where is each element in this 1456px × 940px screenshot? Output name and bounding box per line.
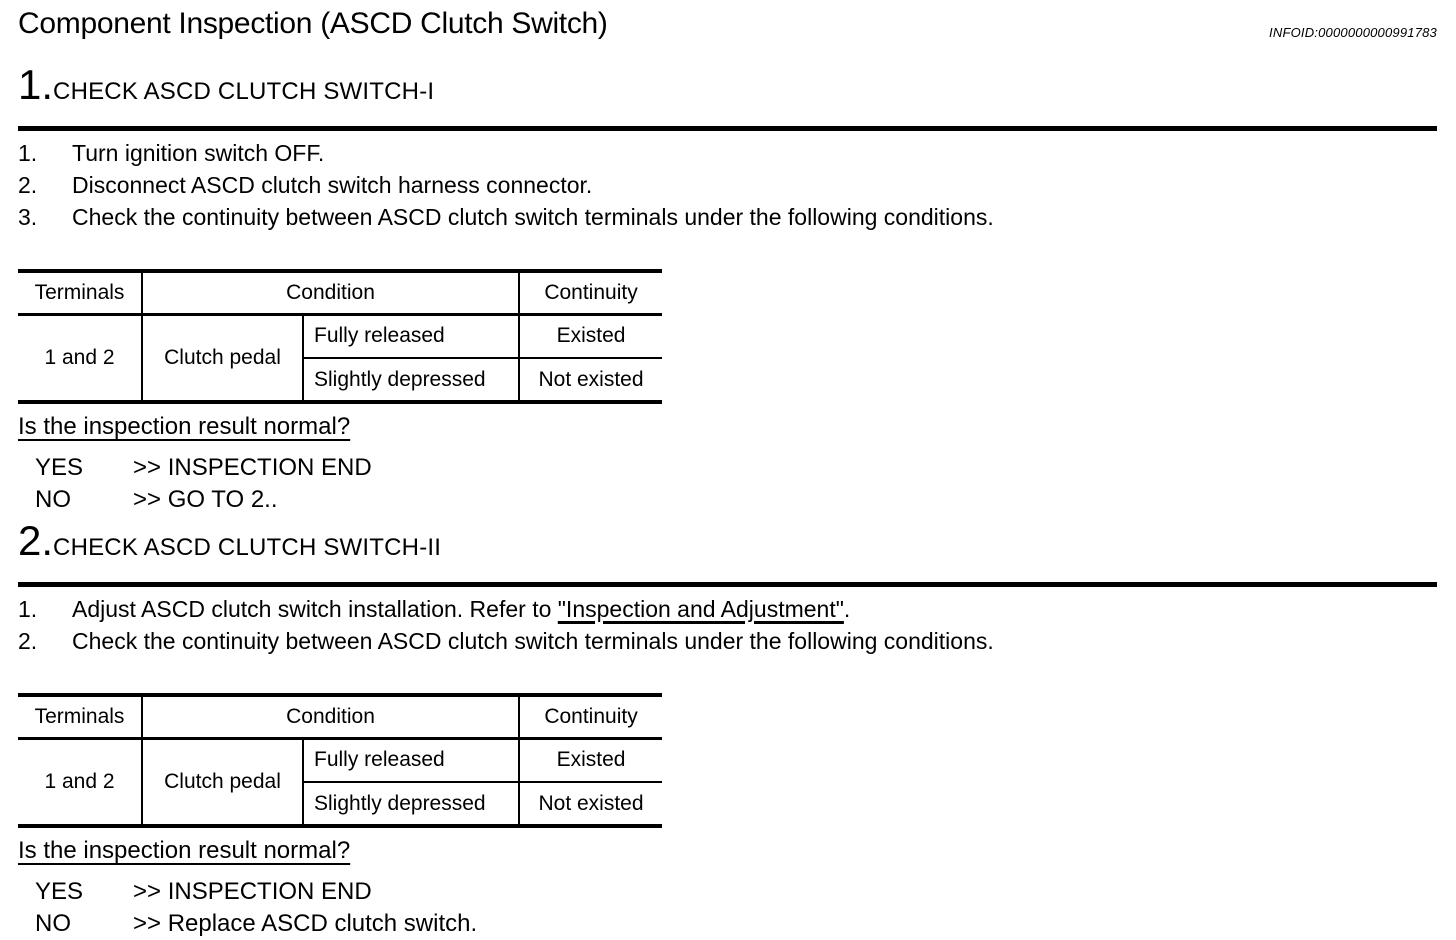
answer-action: >> INSPECTION END xyxy=(133,454,372,481)
inspection-and-adjustment-link[interactable]: "Inspection and Adjustment" xyxy=(557,596,844,622)
step-2-number: 2. xyxy=(18,517,54,564)
step-2-substeps: 1. Adjust ASCD clutch switch installatio… xyxy=(18,593,1437,657)
continuity-cell: Not existed xyxy=(518,357,663,402)
substep-text: Adjust ASCD clutch switch installation. … xyxy=(72,593,1437,625)
answers-block: YES >> INSPECTION END NO >> Replace ASCD… xyxy=(18,876,1437,940)
section-divider xyxy=(18,126,1437,131)
col-header-continuity: Continuity xyxy=(518,695,663,740)
inspection-question: Is the inspection result normal? xyxy=(18,413,351,440)
substep-text: Check the continuity between ASCD clutch… xyxy=(72,204,994,230)
answer-label: YES xyxy=(35,878,84,905)
substep-text-after-link: . xyxy=(843,596,851,622)
terminals-cell: 1 and 2 xyxy=(44,769,115,793)
table-header-row: Terminals Condition Continuity xyxy=(18,271,663,316)
substep-text-before-link: Adjust ASCD clutch switch installation. … xyxy=(72,596,558,622)
table-row: 1 and 2 Clutch pedal Fully released Exis… xyxy=(18,314,663,402)
answer-row-no: NO >> Replace ASCD clutch switch. xyxy=(35,908,1437,940)
col-header-condition: Condition xyxy=(140,695,520,740)
answers-block: YES >> INSPECTION END NO >> GO TO 2.. xyxy=(18,452,1437,516)
table-row: Slightly depressed Not existed xyxy=(18,781,663,826)
answer-label: NO xyxy=(35,486,71,513)
answer-row-no: NO >> GO TO 2.. xyxy=(35,484,1437,516)
answer-action: >> GO TO 2.. xyxy=(133,486,278,513)
step-2-title: CHECK ASCD CLUTCH SWITCH-II xyxy=(53,534,442,561)
col-header-continuity: Continuity xyxy=(518,271,663,316)
table-row: Slightly depressed Not existed xyxy=(18,357,663,402)
step-1-section: 1.CHECK ASCD CLUTCH SWITCH-I 1. Turn ign… xyxy=(18,64,1437,516)
step-2-section: 2.CHECK ASCD CLUTCH SWITCH-II 1. Adjust … xyxy=(18,520,1437,940)
step-2-heading: 2.CHECK ASCD CLUTCH SWITCH-II xyxy=(18,520,1437,572)
substep-number: 1. xyxy=(18,140,38,166)
substep-number: 2. xyxy=(18,172,38,198)
infoid-label: INFOID:0000000000991783 xyxy=(1269,25,1437,40)
col-header-terminals: Terminals xyxy=(18,271,142,316)
substep-text: Disconnect ASCD clutch switch harness co… xyxy=(72,172,593,198)
table-row: 1 and 2 Clutch pedal Fully released Exis… xyxy=(18,738,663,826)
continuity-cell: Existed xyxy=(518,314,663,358)
substep: 1. Turn ignition switch OFF. xyxy=(18,137,1437,169)
condition-cell: Fully released xyxy=(301,314,520,358)
page-header: Component Inspection (ASCD Clutch Switch… xyxy=(18,6,1437,42)
terminals-cell: 1 and 2 xyxy=(44,345,115,369)
section-divider xyxy=(18,582,1437,587)
substep-text: Check the continuity between ASCD clutch… xyxy=(72,628,994,654)
condition-cell: Slightly depressed xyxy=(301,357,520,402)
continuity-cell: Existed xyxy=(518,738,663,782)
step-1-title: CHECK ASCD CLUTCH SWITCH-I xyxy=(53,78,435,105)
continuity-table-2: Terminals Condition Continuity 1 and 2 C… xyxy=(18,693,663,828)
col-header-condition: Condition xyxy=(140,271,520,316)
condition-cell: Fully released xyxy=(301,738,520,782)
table-header-row: Terminals Condition Continuity xyxy=(18,695,663,740)
substep-number: 3. xyxy=(18,204,38,230)
page-title: Component Inspection (ASCD Clutch Switch… xyxy=(18,7,608,40)
substep: 2. Check the continuity between ASCD clu… xyxy=(18,625,1437,657)
substep: 1. Adjust ASCD clutch switch installatio… xyxy=(18,593,1437,625)
step-1-substeps: 1. Turn ignition switch OFF. 2. Disconne… xyxy=(18,137,1437,233)
continuity-cell: Not existed xyxy=(518,781,663,826)
step-1-heading: 1.CHECK ASCD CLUTCH SWITCH-I xyxy=(18,64,1437,116)
substep: 3. Check the continuity between ASCD clu… xyxy=(18,201,1437,233)
answer-row-yes: YES >> INSPECTION END xyxy=(35,876,1437,908)
condition-cell: Slightly depressed xyxy=(301,781,520,826)
answer-action: >> INSPECTION END xyxy=(133,878,372,905)
substep-text: Turn ignition switch OFF. xyxy=(72,140,325,166)
col-header-terminals: Terminals xyxy=(18,695,142,740)
substep-number: 2. xyxy=(18,628,38,654)
answer-label: NO xyxy=(35,910,71,937)
answer-row-yes: YES >> INSPECTION END xyxy=(35,452,1437,484)
condition-main-cell: Clutch pedal xyxy=(141,314,303,402)
answer-label: YES xyxy=(35,454,84,481)
condition-main-cell: Clutch pedal xyxy=(141,738,303,826)
substep-number: 1. xyxy=(18,596,38,622)
continuity-table-1: Terminals Condition Continuity 1 and 2 C… xyxy=(18,269,663,404)
substep: 2. Disconnect ASCD clutch switch harness… xyxy=(18,169,1437,201)
step-1-number: 1. xyxy=(18,61,54,108)
inspection-question: Is the inspection result normal? xyxy=(18,837,351,864)
answer-action: >> Replace ASCD clutch switch. xyxy=(133,910,478,937)
